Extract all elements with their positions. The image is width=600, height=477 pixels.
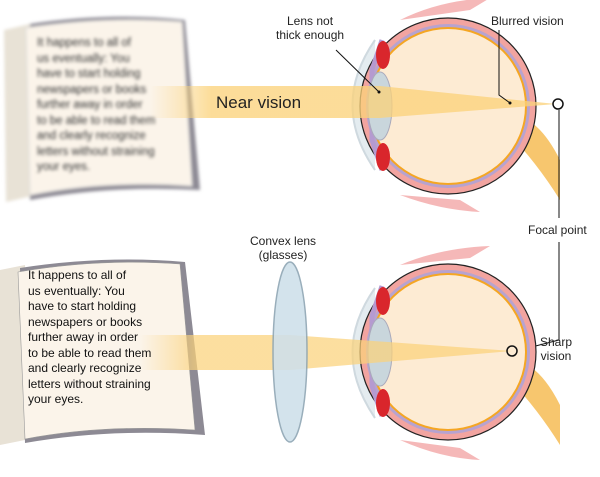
convex-lens-label: Convex lens (glasses)	[250, 234, 317, 262]
blurred-vision-label: Blurred vision	[491, 14, 564, 28]
sharp-vision-label: Sharp vision	[540, 335, 573, 363]
book-text: It happens to all of us eventually: You …	[28, 268, 152, 406]
near-vision-label: Near vision	[216, 93, 302, 112]
blurred-book-text: It happens to all of us eventually: You …	[37, 37, 156, 173]
focal-point-label: Focal point	[528, 223, 587, 237]
near-vision-beam	[150, 86, 556, 118]
focal-point-marker-top	[552, 98, 564, 110]
convex-lens	[272, 261, 308, 443]
book	[0, 259, 205, 445]
corrected-beam	[140, 335, 512, 370]
lens-not-thick-label: Lens not thick enough	[276, 14, 345, 42]
blurred-book	[4, 16, 200, 202]
focal-point-marker-bottom	[506, 345, 518, 357]
